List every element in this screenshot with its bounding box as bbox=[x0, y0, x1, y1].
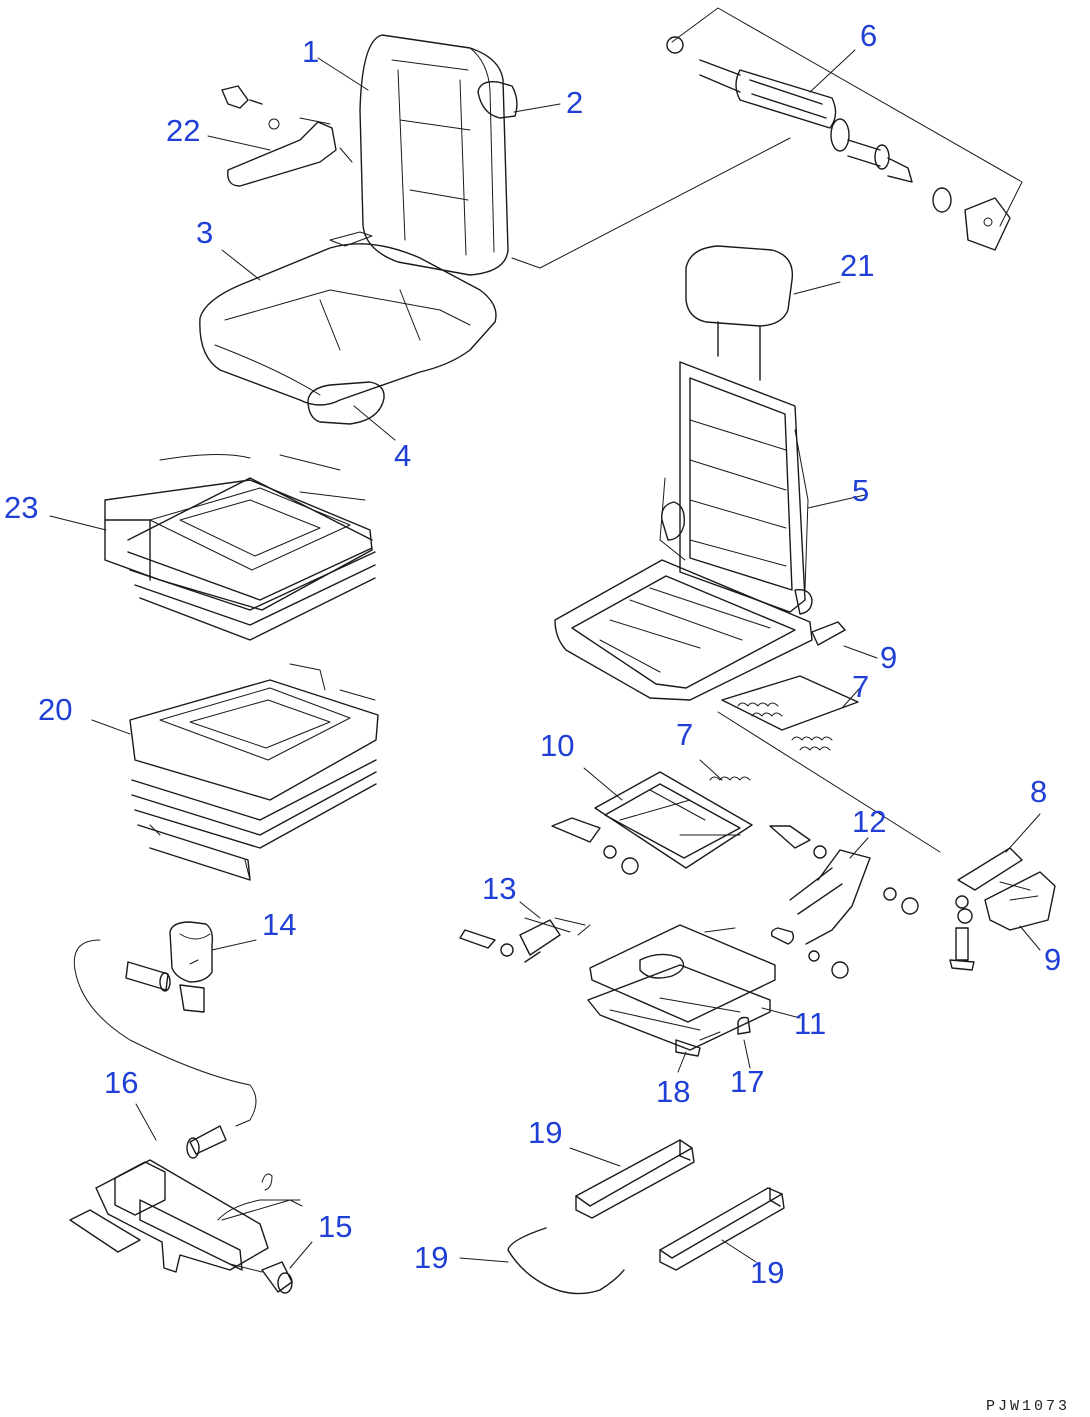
callout-9a: 9 bbox=[880, 640, 897, 675]
drawing-number: PJW1073 bbox=[986, 1398, 1070, 1415]
suspension-assembly bbox=[459, 771, 1056, 1057]
callout-6: 6 bbox=[860, 18, 877, 53]
callout-12: 12 bbox=[852, 804, 886, 839]
callout-22: 22 bbox=[166, 113, 200, 148]
callout-5: 5 bbox=[852, 473, 869, 508]
slide-rails bbox=[507, 1139, 785, 1295]
callout-3: 3 bbox=[196, 215, 213, 250]
callout-16: 16 bbox=[104, 1065, 138, 1100]
callout-9b: 9 bbox=[1044, 942, 1061, 977]
callout-labels: 1 2 3 4 5 6 7 7 8 9 9 10 11 12 13 14 15 … bbox=[4, 18, 1061, 1290]
callout-1: 1 bbox=[302, 34, 319, 69]
callout-18: 18 bbox=[656, 1074, 690, 1109]
callout-19c: 19 bbox=[750, 1255, 784, 1290]
callout-7a: 7 bbox=[852, 669, 869, 704]
leader-lines bbox=[49, 49, 1041, 1269]
callout-20: 20 bbox=[38, 692, 72, 727]
seat-cushion-assembly bbox=[199, 34, 791, 425]
pad-layers bbox=[104, 453, 379, 881]
knob-assembly bbox=[73, 921, 257, 1127]
callout-13: 13 bbox=[482, 871, 516, 906]
callout-23: 23 bbox=[4, 490, 38, 525]
callout-19a: 19 bbox=[528, 1115, 562, 1150]
callout-8: 8 bbox=[1030, 774, 1047, 809]
callout-10: 10 bbox=[540, 728, 574, 763]
callout-21: 21 bbox=[840, 248, 874, 283]
callout-17: 17 bbox=[730, 1064, 764, 1099]
callout-19b: 19 bbox=[414, 1240, 448, 1275]
callout-7b: 7 bbox=[676, 717, 693, 752]
shaft-assembly bbox=[666, 7, 1023, 251]
rail-assembly bbox=[69, 1125, 303, 1294]
callout-15: 15 bbox=[318, 1209, 352, 1244]
callout-14: 14 bbox=[262, 907, 296, 942]
callout-2: 2 bbox=[566, 85, 583, 120]
seat-frame-assembly bbox=[554, 245, 941, 853]
callout-4: 4 bbox=[394, 438, 411, 473]
callout-11: 11 bbox=[794, 1006, 826, 1041]
